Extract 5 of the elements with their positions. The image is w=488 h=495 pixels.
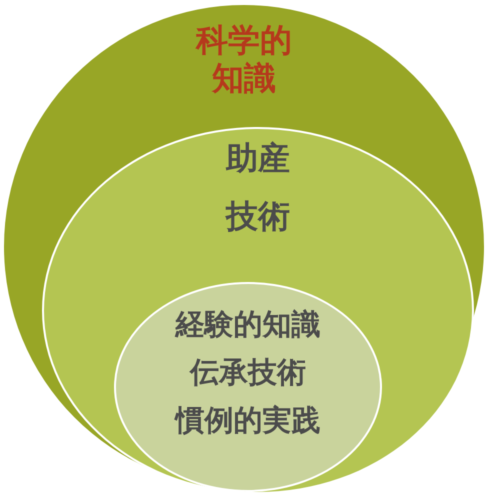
circle-label: 経験的知識 bbox=[176, 306, 320, 343]
circle-label: 慣例的実践 bbox=[176, 402, 320, 439]
circle-label: 助産技術 bbox=[224, 138, 291, 237]
circle-label: 科学的知識 bbox=[194, 21, 293, 97]
circle-label: 伝承技術 bbox=[190, 354, 306, 391]
